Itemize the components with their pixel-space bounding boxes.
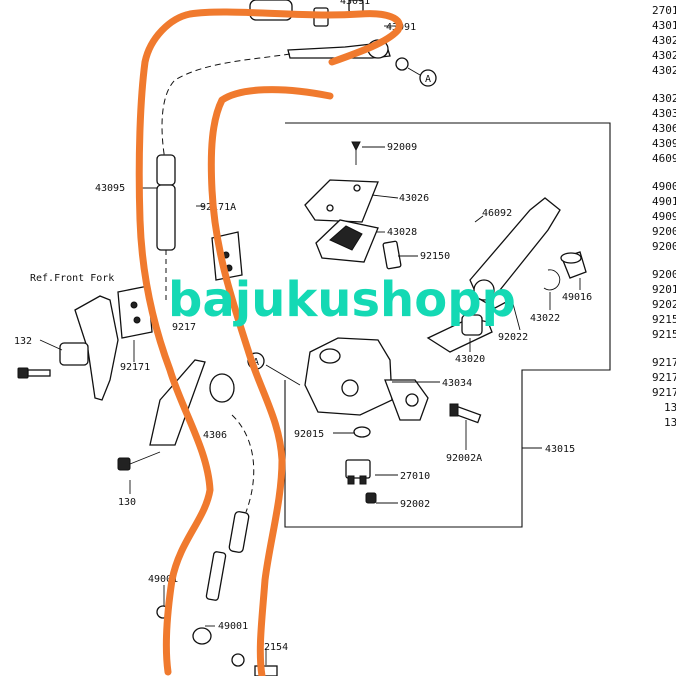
side-list-item: 4302 (652, 92, 676, 105)
side-list-item: 4901 (652, 195, 676, 208)
side-list-item: 4609 (652, 152, 676, 165)
side-list-item: 9217 (652, 356, 676, 369)
label-92002: 92002 (400, 499, 430, 510)
label-43026: 43026 (399, 193, 429, 204)
side-list-item: 9215 (652, 313, 676, 326)
label-130: 130 (118, 497, 136, 508)
label-43028: 43028 (387, 227, 417, 238)
leader-lines (39, 25, 581, 665)
bolt-92002A (449, 403, 482, 424)
label-49016: 49016 (562, 292, 592, 303)
side-list-item: 9200 (652, 225, 676, 238)
label-43020: 43020 (455, 354, 485, 365)
side-list-item: 4301 (652, 19, 676, 32)
diaphragm-43028 (315, 219, 379, 263)
label-92171: 92171 (120, 362, 150, 373)
side-list-item: 9200 (652, 240, 676, 253)
label-92150: 92150 (420, 251, 450, 262)
side-list-item: 4309 (652, 137, 676, 150)
piston-kit-43020 (426, 314, 493, 353)
label-92009: 92009 (387, 142, 417, 153)
screw-92150 (382, 240, 402, 270)
watermark-text: bajukushopp (168, 272, 516, 328)
label-92022: 92022 (498, 332, 528, 343)
side-list-item: 9217 (652, 386, 676, 399)
label-ref-front-fork: Ref.Front Fork (30, 273, 114, 284)
master-cylinder-43034 (304, 337, 429, 438)
label-92154: 92154 (258, 642, 288, 653)
label-92171A: 92171A (200, 202, 236, 213)
bolt-130 (117, 451, 161, 471)
reservoir-cap-43026 (304, 141, 379, 223)
label-92015: 92015 (294, 429, 324, 440)
brake-hose-43095 (156, 154, 176, 300)
label-132: 132 (14, 336, 32, 347)
label-49001-b: 49001 (218, 621, 248, 632)
side-list-item: 13 (664, 416, 676, 429)
callout-a-top: A (419, 69, 437, 87)
side-list-item: 4900 (652, 180, 676, 193)
side-list-item: 4303 (652, 107, 676, 120)
bracket-92171 (117, 285, 153, 339)
callout-a-top-label: A (425, 74, 431, 85)
side-list-item: 4302 (652, 34, 676, 47)
side-list-item: 9200 (652, 268, 676, 281)
label-9217: 9217 (172, 322, 196, 333)
label-4306: 4306 (203, 430, 227, 441)
lower-brake-hose (156, 414, 278, 676)
hose-clamp-4306 (149, 359, 235, 446)
clip-43022 (543, 269, 561, 291)
boot-49016 (560, 251, 587, 279)
label-43015: 43015 (545, 444, 575, 455)
side-list-item: 2701 (652, 4, 676, 17)
label-43022: 43022 (530, 313, 560, 324)
side-list-item: 4909 (652, 210, 676, 223)
side-parts-list: 2701 4301 4302 4302 4302 4302 4303 4306 … (652, 4, 676, 429)
label-49001-a: 49001 (148, 574, 178, 585)
callout-a-left-label: A (253, 357, 259, 368)
side-list-item: 9202 (652, 298, 676, 311)
label-27010: 27010 (400, 471, 430, 482)
upper-brake-hose (161, 53, 291, 161)
front-fork-bracket (59, 295, 119, 401)
label-46092: 46092 (482, 208, 512, 219)
label-43095: 43095 (95, 183, 125, 194)
orange-highlight-outline (135, 8, 403, 676)
side-list-item: 4302 (652, 49, 676, 62)
side-list-item: 4302 (652, 64, 676, 77)
brake-switch-27010 (345, 459, 377, 504)
side-list-item: 9215 (652, 328, 676, 341)
side-list-item: 9201 (652, 283, 676, 296)
side-list-item: 9217 (652, 371, 676, 384)
brake-lever-46092 (469, 197, 561, 309)
side-list-item: 4306 (652, 122, 676, 135)
label-92002A: 92002A (446, 453, 482, 464)
label-43091-top: 43091 (340, 0, 370, 7)
side-list-item: 13 (664, 401, 676, 414)
assembly-frame (284, 122, 611, 528)
bolt-132 (17, 367, 51, 379)
label-43034: 43034 (442, 378, 472, 389)
